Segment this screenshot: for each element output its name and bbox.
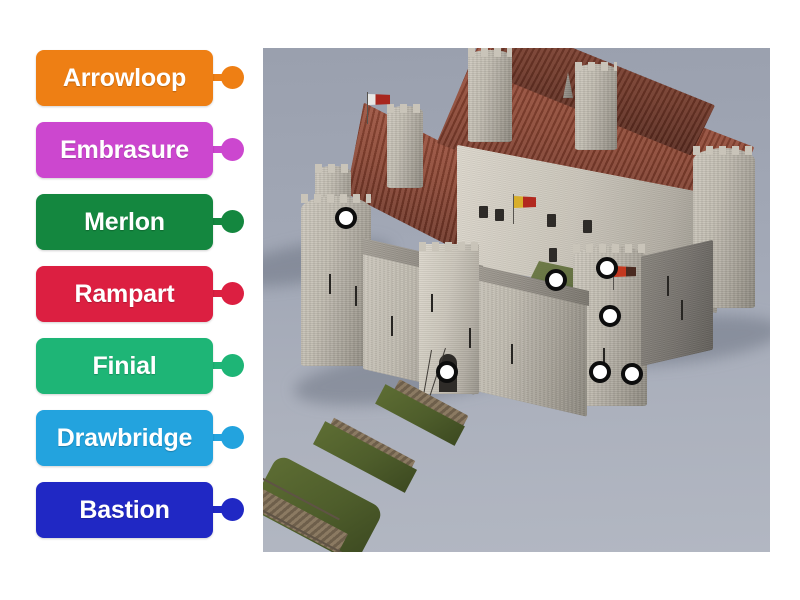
label-row-arrowloop[interactable]: Arrowloop	[36, 50, 244, 106]
arrowloop-slit	[511, 344, 513, 364]
label-text-bastion: Bastion	[79, 495, 170, 524]
connector-dot-bastion[interactable]	[221, 498, 244, 521]
crenellation-right-rear	[693, 146, 755, 155]
arrowloop-slit	[391, 316, 393, 336]
label-row-finial[interactable]: Finial	[36, 338, 244, 394]
crenellation-back-right	[575, 62, 617, 71]
connector-dot-embrasure[interactable]	[221, 138, 244, 161]
arrowloop-slit	[329, 274, 331, 294]
draggable-label-rampart[interactable]: Rampart	[36, 266, 213, 322]
curtain-wall-right	[641, 239, 713, 367]
label-text-drawbridge: Drawbridge	[56, 423, 193, 452]
arrowloop-slit	[431, 294, 433, 312]
flag-pole-centre	[513, 194, 514, 224]
flag-right	[614, 266, 636, 277]
label-row-rampart[interactable]: Rampart	[36, 266, 244, 322]
crenellation-gatehouse	[419, 242, 479, 251]
hall-window	[583, 220, 592, 233]
draggable-label-merlon[interactable]: Merlon	[36, 194, 213, 250]
drop-target-marker-1[interactable]	[335, 207, 357, 229]
hall-window	[549, 248, 557, 262]
tower-left-corner	[301, 196, 371, 366]
arrowloop-slit	[469, 328, 471, 348]
label-row-merlon[interactable]: Merlon	[36, 194, 244, 250]
drop-target-marker-3[interactable]	[596, 257, 618, 279]
draggable-label-drawbridge[interactable]: Drawbridge	[36, 410, 213, 466]
label-text-merlon: Merlon	[84, 207, 165, 236]
roof-finial-spire	[563, 72, 573, 98]
castle-photo	[263, 48, 770, 552]
tower-left-upper	[387, 106, 423, 188]
draggable-label-finial[interactable]: Finial	[36, 338, 213, 394]
arrowloop-slit	[603, 348, 605, 366]
flag-centre	[514, 196, 536, 208]
castle-image-panel[interactable]	[263, 48, 770, 552]
label-text-embrasure: Embrasure	[60, 135, 189, 164]
drop-target-marker-5[interactable]	[436, 361, 458, 383]
tower-back-centre	[468, 50, 512, 142]
hall-window	[479, 206, 488, 218]
connector-dot-arrowloop[interactable]	[221, 66, 244, 89]
label-row-drawbridge[interactable]: Drawbridge	[36, 410, 244, 466]
label-row-bastion[interactable]: Bastion	[36, 482, 244, 538]
label-text-arrowloop: Arrowloop	[62, 63, 187, 92]
label-row-embrasure[interactable]: Embrasure	[36, 122, 244, 178]
flag-pole-right	[613, 264, 614, 290]
arrowloop-slit	[355, 286, 357, 306]
hall-window	[547, 214, 556, 227]
crenellation-left-corner	[301, 194, 371, 203]
crenellation-left-upper	[387, 104, 423, 113]
drop-target-marker-6[interactable]	[589, 361, 611, 383]
arrowloop-slit	[681, 300, 683, 320]
draggable-label-arrowloop[interactable]: Arrowloop	[36, 50, 213, 106]
crenellation-mid-left-turret	[315, 164, 351, 173]
arrowloop-slit	[667, 276, 669, 296]
connector-dot-finial[interactable]	[221, 354, 244, 377]
draggable-label-bastion[interactable]: Bastion	[36, 482, 213, 538]
drop-target-marker-4[interactable]	[599, 305, 621, 327]
label-text-finial: Finial	[92, 351, 157, 380]
crenellation-right-front	[573, 244, 647, 253]
draggable-label-embrasure[interactable]: Embrasure	[36, 122, 213, 178]
flag-pole-left	[367, 92, 368, 124]
drop-target-marker-2[interactable]	[545, 269, 567, 291]
connector-dot-drawbridge[interactable]	[221, 426, 244, 449]
flag-left	[368, 94, 390, 105]
connector-dot-merlon[interactable]	[221, 210, 244, 233]
connector-dot-rampart[interactable]	[221, 282, 244, 305]
tower-back-right	[575, 64, 617, 150]
drop-target-marker-7[interactable]	[621, 363, 643, 385]
label-text-rampart: Rampart	[74, 279, 175, 308]
crenellation-back-centre	[468, 48, 512, 57]
hall-window	[495, 209, 504, 221]
